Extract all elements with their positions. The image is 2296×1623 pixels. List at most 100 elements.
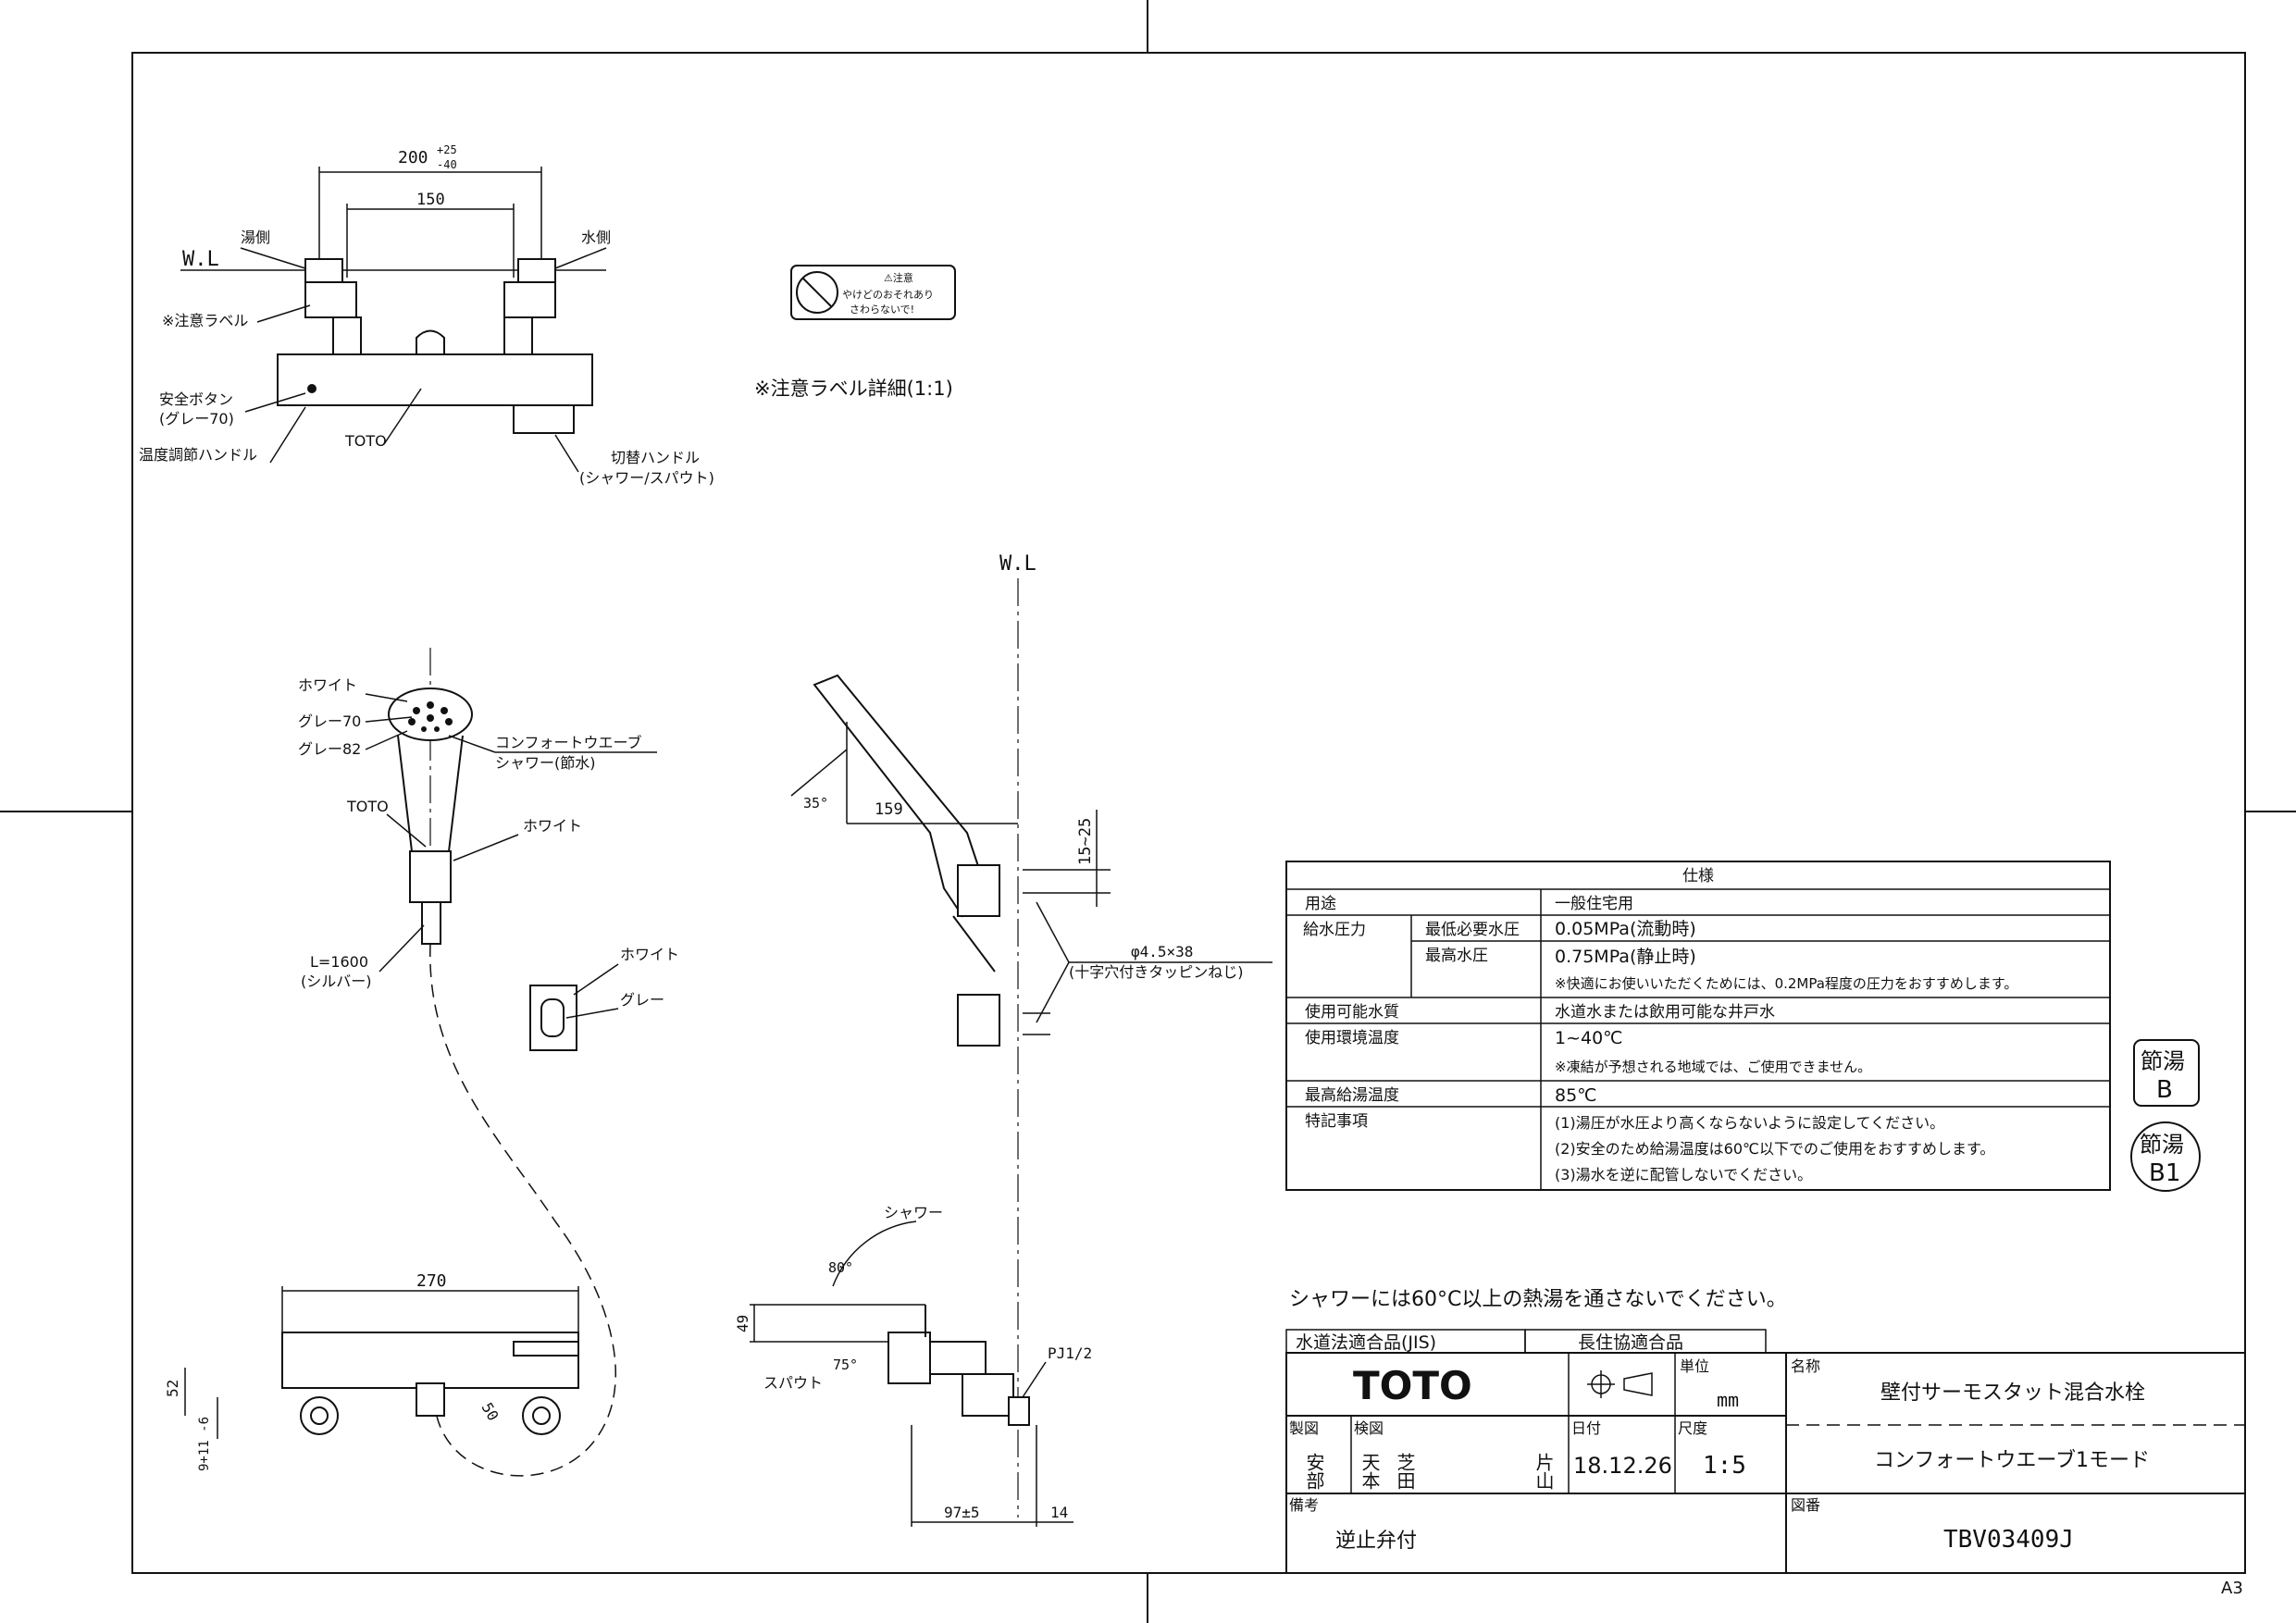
hose-length-label: L=1600 (310, 953, 368, 971)
dim-97: 97±5 (944, 1504, 980, 1521)
hose-color-label: (シルバー) (301, 973, 372, 990)
jis-label: 水道法適合品(JIS) (1296, 1332, 1436, 1353)
scale-value: 1:5 (1703, 1452, 1746, 1480)
spec-table: 仕様 用途 一般住宅用 給水圧力 最低必要水圧 0.05MPa(流動時) 最高水… (1285, 861, 2111, 1191)
spec-row-label: 使用可能水質 (1305, 1002, 1399, 1022)
spec-row-note: (3)湯水を逆に配管しないでください。 (1555, 1166, 1812, 1183)
chosei-label: 長住協適合品 (1578, 1332, 1683, 1353)
drawing-no-label: 図番 (1791, 1496, 1820, 1514)
temp-handle-label: 温度調節ハンドル (139, 446, 257, 464)
unit-label: 単位 (1680, 1357, 1709, 1375)
spec-row-sublabel: 最低必要水圧 (1425, 921, 1520, 939)
dim-200-tol-plus: +25 (437, 143, 457, 156)
angle-35: 35° (803, 795, 828, 812)
setsuyu-b-badge: 節湯 B (2133, 1039, 2200, 1107)
holder-front-view: ホワイト グレー (529, 946, 679, 1051)
spec-row-value: 水道水または飲用可能な井戸水 (1555, 1003, 1775, 1022)
remarks-label: 備考 (1289, 1496, 1319, 1514)
spec-row-note: ※凍結が予想される地域では、ご使用できません。 (1555, 1059, 1871, 1075)
caution-label-callout: ※注意ラベル (162, 312, 248, 329)
safety-button-label: 安全ボタン (159, 390, 233, 408)
top-view: 200 +25 -40 150 W.L 湯側 水側 ※注意ラベル 安全ボタン (… (139, 143, 714, 487)
angle-80: 80° (828, 1259, 853, 1276)
dim-150: 150 (416, 191, 445, 209)
spec-row-label: 使用環境温度 (1305, 1028, 1399, 1047)
unit-value: mm (1717, 1389, 1739, 1411)
cold-side-label: 水側 (581, 229, 611, 246)
pj-connection: PJ1/2 (1048, 1344, 1092, 1362)
spec-row-value: 一般住宅用 (1555, 895, 1633, 913)
caution-detail-title: ※注意ラベル詳細(1:1) (754, 378, 953, 400)
angle-75: 75° (833, 1357, 858, 1373)
sheet-size: A3 (2221, 1579, 2243, 1598)
product-name: 壁付サーモスタット混合水栓 (1880, 1381, 2145, 1405)
scale-label: 尺度 (1678, 1419, 1707, 1437)
caution-label-heading: ⚠注意 (884, 271, 913, 284)
body-brand-label: TOTO (344, 432, 387, 450)
spec-row-value: 85℃ (1555, 1085, 1597, 1106)
checked-by-1: 天本 (1359, 1453, 1381, 1490)
top-wl: W.L (182, 248, 219, 271)
head-gray82-label: グレー82 (298, 740, 361, 758)
spec-row-note: ※快適にお使いいただくためには、0.2MPa程度の圧力をおすすめします。 (1555, 975, 2017, 992)
approved-by: 片山 (1533, 1453, 1555, 1490)
shower-side-view: W.L 159 35° 15~25 φ4.5×38 (十字穴付きタッピンねじ) (790, 552, 1272, 1518)
dim-200-tol-minus: -40 (437, 158, 457, 171)
dim-49: 49 (734, 1315, 751, 1332)
spec-row-sublabel: 最高水圧 (1425, 947, 1488, 965)
spec-row-label: 用途 (1305, 895, 1336, 913)
dim-52: 52 (164, 1380, 181, 1397)
spec-row-note: (2)安全のため給湯温度は60℃以下でのご使用をおすすめします。 (1555, 1140, 1994, 1158)
projection-symbol (1587, 1370, 1653, 1398)
spec-row-value: 0.05MPa(流動時) (1555, 919, 1696, 939)
date-label: 日付 (1571, 1419, 1601, 1437)
name-label: 名称 (1791, 1357, 1820, 1375)
checked-label: 検図 (1354, 1419, 1384, 1437)
screw-dim: φ4.5×38 (1131, 943, 1193, 960)
badge-b1-bottom: B1 (2149, 1159, 2180, 1187)
badge-b-top: 節湯 (2141, 1048, 2185, 1074)
spec-row-label: 特記事項 (1305, 1112, 1368, 1131)
dim-15-25: 15~25 (1076, 818, 1095, 865)
caution-label-line2: やけどのおそれあり (842, 289, 934, 301)
product-subname: コンフォートウエーブ1モード (1874, 1449, 2150, 1472)
badge-b-bottom: B (2156, 1076, 2173, 1104)
drawn-label: 製図 (1289, 1419, 1319, 1437)
head-white-label: ホワイト (298, 676, 357, 694)
dim-159: 159 (875, 800, 903, 819)
bottom-side-view: シャワー 80° スパウト 75° 49 PJ1/2 97±5 14 (734, 1204, 1092, 1527)
comfort-wave-label: コンフォートウエーブ (495, 734, 642, 751)
drawing-border (131, 52, 2246, 1574)
drawn-by: 安部 (1303, 1453, 1325, 1490)
title-block: 水道法適合品(JIS) 長住協適合品 TOTO 単位 mm 名称 壁付サーモスタ… (1285, 1329, 2246, 1574)
safety-button-color: (グレー70) (159, 410, 234, 427)
dim-9-tol: 9+11 -6 (197, 1417, 212, 1471)
side-wl: W.L (999, 552, 1036, 576)
spec-row-note: (1)湯圧が水圧より高くならないように設定してください。 (1555, 1114, 1944, 1132)
remarks-value: 逆止弁付 (1335, 1530, 1417, 1553)
caution-label-line3: さわらないで! (850, 304, 914, 316)
spec-row-value: 1~40℃ (1555, 1028, 1623, 1048)
toto-logo: TOTO (1353, 1363, 1472, 1408)
shower-save-label: シャワー(節水) (495, 754, 596, 772)
spec-title: 仕様 (1682, 867, 1714, 886)
dim-270: 270 (416, 1271, 447, 1291)
bottom-front-view: 270 52 9+11 -6 50 (164, 1271, 579, 1471)
badge-b1-top: 節湯 (2140, 1132, 2184, 1158)
handle-white-label: ホワイト (523, 817, 582, 835)
holder-white-label: ホワイト (620, 946, 679, 963)
drawing-number: TBV03409J (1943, 1526, 2074, 1554)
checked-by-2: 芝田 (1394, 1453, 1416, 1490)
dim-50: 50 (478, 1400, 503, 1424)
head-gray70-label: グレー70 (298, 712, 361, 730)
faucet-body (277, 353, 593, 406)
switch-handle-modes: (シャワー/スパウト) (579, 469, 714, 487)
switch-handle-label: 切替ハンドル (611, 449, 700, 466)
caution-label-detail: ⚠注意 やけどのおそれあり さわらないで! ※注意ラベル詳細(1:1) (754, 265, 956, 400)
date-value: 18.12.26 (1573, 1453, 1672, 1479)
hot-water-warning: シャワーには60°C以上の熱湯を通さないでください。 (1289, 1288, 1787, 1311)
screw-type: (十字穴付きタッピンねじ) (1069, 963, 1244, 981)
hot-side-label: 湯側 (241, 229, 270, 246)
holder-gray-label: グレー (620, 991, 664, 1009)
